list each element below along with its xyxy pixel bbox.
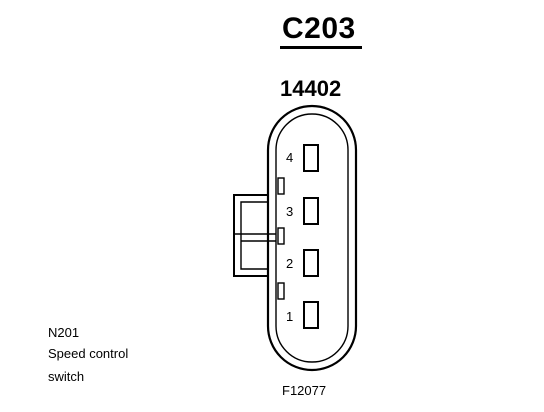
pin-3-label: 3 bbox=[286, 204, 293, 219]
keyway-notch bbox=[277, 177, 285, 195]
component-description-line2: switch bbox=[48, 369, 85, 384]
connector-body-inner bbox=[275, 113, 349, 363]
locking-tab bbox=[233, 194, 268, 277]
connector-body-outer bbox=[266, 104, 358, 372]
connector-id: C203 bbox=[282, 12, 356, 45]
pin-4-label: 4 bbox=[286, 150, 293, 165]
figure-id: F12077 bbox=[282, 383, 327, 398]
pin-1-terminal bbox=[303, 301, 319, 329]
pin-2-terminal bbox=[303, 249, 319, 277]
connector-id-underline bbox=[280, 46, 362, 49]
component-description-line1: Speed control bbox=[48, 346, 129, 361]
keyway-notch bbox=[277, 282, 285, 300]
locking-tab-inner bbox=[240, 201, 268, 270]
pin-1-label: 1 bbox=[286, 309, 293, 324]
pin-4-terminal bbox=[303, 144, 319, 172]
pin-2-label: 2 bbox=[286, 256, 293, 271]
component-code: N201 bbox=[48, 325, 80, 340]
pin-3-terminal bbox=[303, 197, 319, 225]
part-number: 14402 bbox=[280, 76, 342, 101]
keyway-notch bbox=[277, 227, 285, 245]
